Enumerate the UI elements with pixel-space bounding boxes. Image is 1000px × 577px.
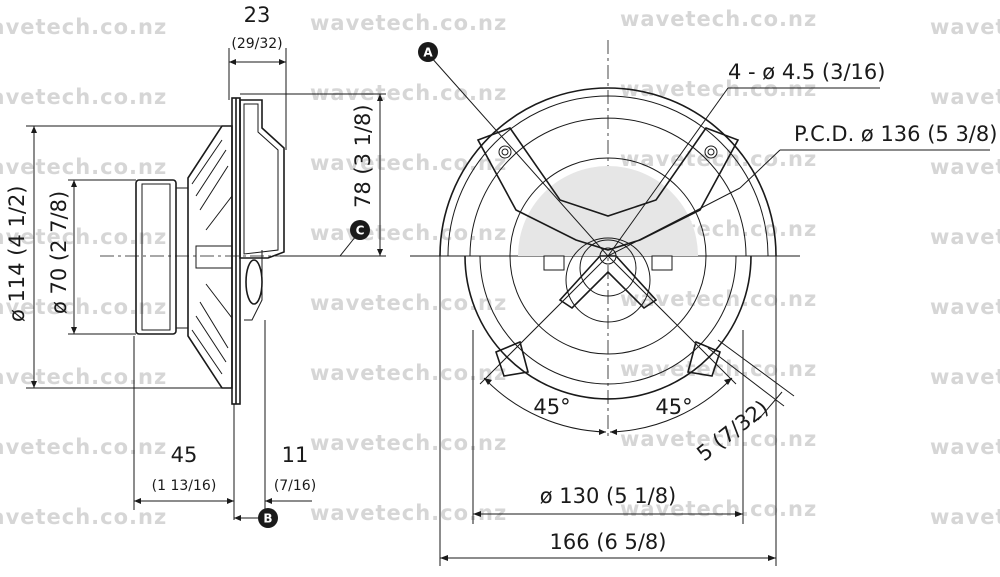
angle-right-label: 45° [655, 395, 692, 419]
watermark-text: wavetech.co.nz [310, 361, 507, 385]
watermark-text: wavetech.co.nz [0, 225, 167, 249]
watermark-text: wavetech.co.nz [310, 431, 507, 455]
watermark-text: wavetech.co.nz [620, 497, 817, 521]
dim-arrows [234, 515, 241, 521]
watermark-text: wavetech.co.nz [620, 77, 817, 101]
watermark-text: wavetech.co.nz [620, 427, 817, 451]
terminal-right [651, 255, 673, 271]
mount-tab-bl [495, 340, 529, 377]
basket-ribs [195, 149, 229, 363]
dim-line-gap [757, 391, 783, 421]
depth-total-fraction: (29/32) [231, 36, 282, 52]
watermark-text: wavetech.co.nz [0, 295, 167, 319]
magnet-depth-value: 45 [171, 443, 198, 467]
badge-label: B [263, 512, 272, 526]
mount-hole-tr-inner [707, 148, 715, 156]
pole-piece [195, 245, 233, 269]
badge-circle [418, 42, 438, 62]
watermark-text: wavetech.co.nz [0, 15, 167, 39]
grille-inner [243, 103, 279, 255]
watermark-text: wavetech.co.nz [310, 81, 507, 105]
dim-arrows [265, 498, 272, 504]
basket-frame [187, 125, 233, 389]
watermark-layer: wavetech.co.nz wavetech.co.nz wavetech.c… [0, 7, 1000, 529]
outer-dia-label: ø 114 (4 1/2) [5, 186, 29, 323]
dust-cap [579, 239, 637, 297]
angle-ray-right [607, 255, 737, 385]
watermark-text: wavetech.co.nz [930, 15, 1000, 39]
watermark-text: wavetech.co.nz [620, 287, 817, 311]
grille-outer-arc [439, 87, 777, 257]
leader-line-a [429, 55, 609, 257]
watermark-text: wavetech.co.nz [0, 155, 167, 179]
leader-line-pcd-diag [739, 149, 781, 189]
angle-ray-left [479, 255, 609, 385]
badge-label: A [423, 46, 433, 60]
grille-housing [239, 99, 285, 259]
cutout-dia-label: ø 130 (5 1/8) [540, 484, 677, 508]
angle-arc-right [609, 377, 733, 433]
width-total-label: 166 (6 5/8) [550, 530, 667, 554]
watermark-text: wavetech.co.nz [0, 435, 167, 459]
watermark-text: wavetech.co.nz [0, 365, 167, 389]
watermark-text: wavetech.co.nz [930, 295, 1000, 319]
gap-ext-line [707, 347, 785, 407]
watermark-text: wavetech.co.nz [930, 365, 1000, 389]
pcd-label: P.C.D. ø 136 (5 3/8) [794, 122, 997, 146]
watermark-text: wavetech.co.nz [930, 225, 1000, 249]
badge-circle [350, 220, 370, 240]
mount-hole-tr [704, 145, 718, 159]
grille-inner-arc [447, 95, 769, 257]
badge-circle [258, 508, 278, 528]
tweeter-bridge [476, 127, 740, 251]
magnet-dia-label: ø 70 (2 7/8) [47, 191, 71, 314]
watermark-text: wavetech.co.nz [930, 505, 1000, 529]
watermark-text: wavetech.co.nz [930, 155, 1000, 179]
tweeter-dome [245, 259, 263, 305]
side-view: 23 (29/32) 78 (3 1/8) ø 114 (4 1/2) ø 70… [5, 3, 386, 521]
watermark-text: wavetech.co.nz [310, 11, 507, 35]
cone-lower-arc [509, 255, 707, 355]
cutout-arc [464, 255, 752, 400]
depth-total-value: 23 [244, 3, 271, 27]
watermark-text: wavetech.co.nz [620, 147, 817, 171]
watermark-text: wavetech.co.nz [310, 221, 507, 245]
basket-ring-arc [479, 255, 737, 385]
mount-tab-br [687, 340, 721, 377]
badge-a: A [418, 42, 438, 62]
badge-b: B [258, 508, 278, 528]
watermark-text: wavetech.co.nz [310, 291, 507, 315]
holes-label: 4 - ø 4.5 (3/16) [728, 60, 885, 84]
leader-line-holes [607, 87, 729, 257]
watermark-text: wavetech.co.nz [930, 85, 1000, 109]
watermark-text: wavetech.co.nz [620, 7, 817, 31]
watermark-text: wavetech.co.nz [0, 85, 167, 109]
leader-line-c [339, 235, 357, 257]
tweeter-center [599, 247, 617, 265]
tweeter-depth-fraction: (7/16) [274, 478, 316, 494]
basket-ribs [205, 195, 233, 319]
tweeter-depth-value: 11 [282, 443, 309, 467]
magnet-depth-fraction: (1 13/16) [152, 478, 217, 494]
mount-hole-tl-inner [501, 148, 509, 156]
dim-arrows [229, 59, 286, 65]
leader-line-pcd [607, 187, 741, 257]
gap-ext-line [717, 339, 795, 397]
mount-hole-tl [498, 145, 512, 159]
terminal-left [543, 255, 565, 271]
badge-label: C [356, 224, 365, 238]
dust-cap-outer [565, 237, 651, 323]
watermark-text: wavetech.co.nz [930, 435, 1000, 459]
magnet-inner [141, 183, 171, 331]
height-label: 78 (3 1/8) [351, 104, 375, 208]
watermark-text: wavetech.co.nz [620, 357, 817, 381]
magnet-plate [175, 187, 189, 329]
angle-left-label: 45° [533, 395, 570, 419]
basket-ribs [191, 139, 223, 375]
badge-c: C [350, 220, 370, 240]
watermark-text: wavetech.co.nz [0, 505, 167, 529]
angle-arc-left [483, 377, 607, 433]
